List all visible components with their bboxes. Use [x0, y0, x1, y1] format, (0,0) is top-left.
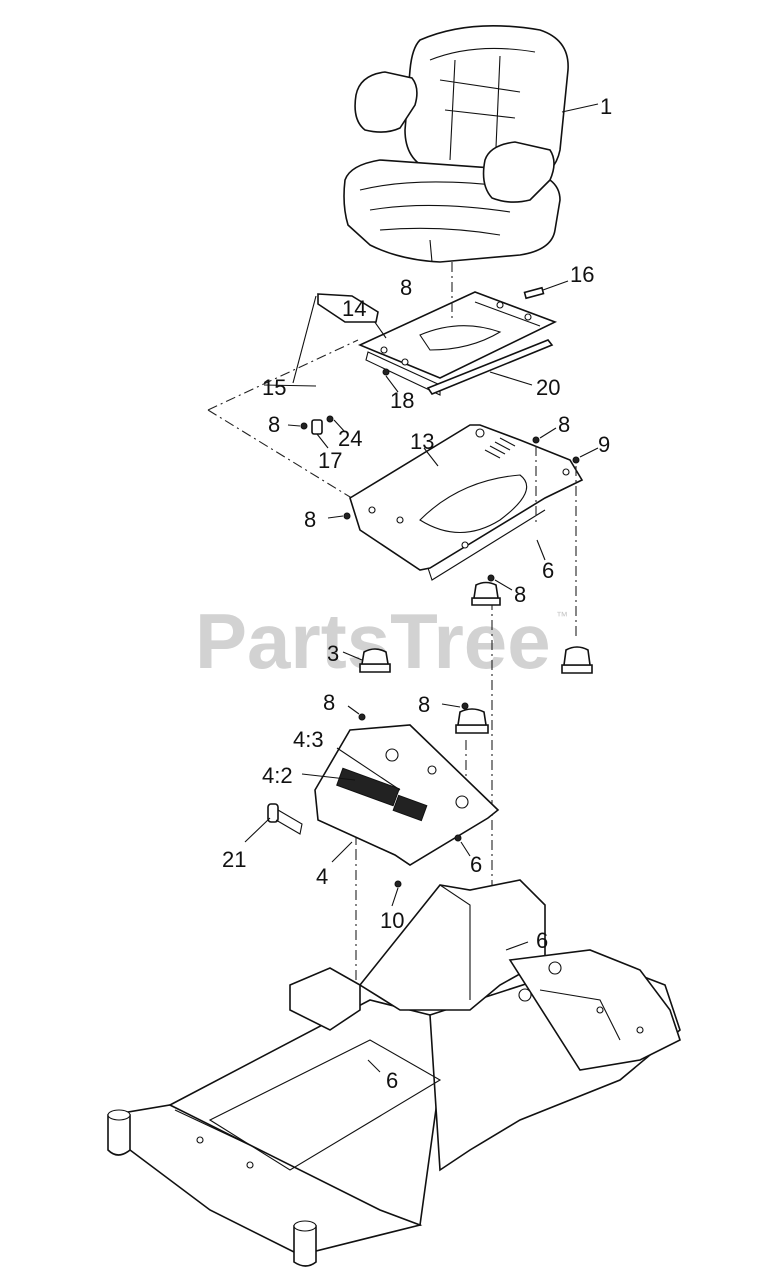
- callout-c18: 18: [390, 388, 414, 413]
- isolator-mount-4[interactable]: [441, 702, 489, 734]
- callout-c24: 24: [338, 426, 362, 451]
- knob[interactable]: [326, 415, 346, 433]
- screw-18[interactable]: [382, 368, 390, 376]
- isolator-mount-2[interactable]: [561, 646, 593, 674]
- callout-c13: 13: [410, 429, 434, 454]
- isolator-mount-1[interactable]: [471, 574, 513, 606]
- callout-c14: 14: [342, 296, 366, 321]
- callout-c9: 9: [598, 432, 610, 457]
- seat[interactable]: [343, 24, 599, 263]
- watermark-trademark: ™: [556, 609, 568, 623]
- callout-c42: 4:2: [262, 763, 293, 788]
- callout-c43: 4:3: [293, 727, 324, 752]
- callout-c21: 21: [222, 847, 246, 872]
- callout-c3: 3: [327, 641, 339, 666]
- callout-c8g: 8: [418, 692, 430, 717]
- spring[interactable]: [311, 419, 329, 449]
- pin[interactable]: [523, 280, 569, 300]
- nut-8f[interactable]: [358, 713, 366, 721]
- latch-bracket[interactable]: [263, 293, 379, 387]
- callout-c17: 17: [318, 448, 342, 473]
- callout-c8f: 8: [323, 690, 335, 715]
- callout-c8a: 8: [400, 275, 412, 300]
- callout-c8d: 8: [304, 507, 316, 532]
- callout-c6d: 6: [386, 1068, 398, 1093]
- callout-c15: 15: [262, 375, 286, 400]
- nut-9[interactable]: [572, 456, 580, 464]
- screw-6b[interactable]: [454, 834, 462, 842]
- ignition-key[interactable]: [244, 803, 303, 843]
- slide-rail[interactable]: [426, 339, 554, 395]
- callout-c8e: 8: [514, 582, 526, 607]
- callout-c16: 16: [570, 262, 594, 287]
- callout-c4: 4: [316, 864, 328, 889]
- screw-10[interactable]: [394, 880, 402, 888]
- control-panel-plate[interactable]: [301, 724, 500, 866]
- callout-c8b: 8: [268, 412, 280, 437]
- callout-c8c: 8: [558, 412, 570, 437]
- seat-base[interactable]: [349, 424, 584, 581]
- main-frame[interactable]: [107, 879, 681, 1267]
- callout-c6b: 6: [470, 852, 482, 877]
- nut-8c[interactable]: [532, 436, 540, 444]
- isolator-mount-3[interactable]: [342, 648, 391, 673]
- nut-8b[interactable]: [300, 422, 308, 430]
- nut-8d[interactable]: [343, 512, 351, 520]
- callout-c6c: 6: [536, 928, 548, 953]
- callout-c1: 1: [600, 94, 612, 119]
- callout-c20: 20: [536, 375, 560, 400]
- callout-c6a: 6: [542, 558, 554, 583]
- callout-c10: 10: [380, 908, 404, 933]
